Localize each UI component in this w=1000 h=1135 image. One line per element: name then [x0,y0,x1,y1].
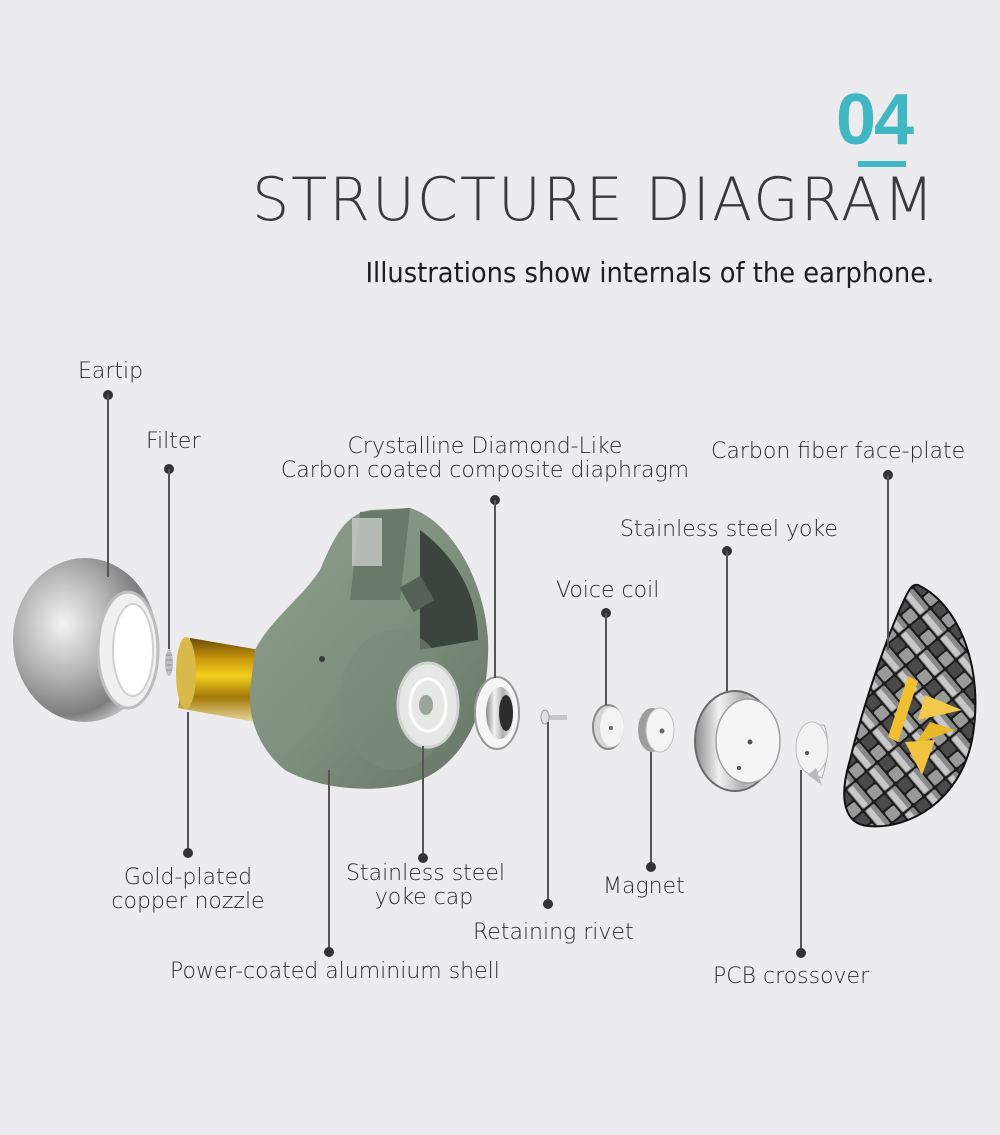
label-filter: Filter [146,429,201,454]
diaphragm-illustration [474,676,520,750]
voice-coil-pointer-line [605,613,607,705]
shell-pointer-dot [324,947,334,957]
label-magnet: Magnet [603,874,685,899]
faceplate-pointer-line [887,475,889,650]
shell-pointer-line [328,770,330,950]
label-nozzle-line2: copper nozzle [111,889,265,915]
diaphragm-pointer-line [494,500,496,678]
logo-icon [888,676,962,775]
page-subtitle: Illustrations show internals of the earp… [365,256,934,289]
nozzle-illustration [176,637,260,722]
nozzle-pointer-line [187,712,189,850]
magnet-pointer-dot [646,862,656,872]
rivet-illustration [540,709,567,725]
label-rivet: Retaining rivet [473,920,634,945]
voice-coil-illustration [592,704,624,750]
yoke-cap-pointer-line [422,746,424,856]
label-voice-coil: Voice coil [556,578,660,603]
yoke-pointer-line [726,551,728,691]
page-title: STRUCTURE DIAGRAM [252,165,936,235]
faceplate-illustration [843,583,977,828]
pcb-pointer-dot [796,948,806,958]
section-number: 04 [836,80,914,160]
eartip-illustration [13,558,160,722]
label-nozzle-line1: Gold-plated [123,865,253,890]
magnet-pointer-line [650,752,652,864]
filter-illustration [165,650,173,676]
label-yoke-cap: Stainless steel yoke cap [346,861,505,911]
label-yoke-cap-line1: Stainless steel [346,861,505,886]
pcb-pointer-line [800,770,802,950]
rivet-pointer-dot [543,899,553,909]
pcb-illustration [795,721,829,785]
label-diaphragm-line1: Crystalline Diamond-Like [347,434,623,459]
label-yoke-cap-line2: yoke cap [374,885,474,911]
yoke-cap-illustration [396,661,460,749]
label-diaphragm: Crystalline Diamond-Like Carbon coated c… [280,434,690,484]
rivet-pointer-line [547,722,549,900]
label-faceplate: Carbon fiber face-plate [711,439,966,464]
label-pcb: PCB crossover [713,964,870,989]
yoke-illustration [694,690,781,792]
label-shell: Power-coated aluminium shell [170,959,500,984]
nozzle-pointer-dot [183,848,193,858]
label-eartip: Eartip [78,359,144,384]
eartip-pointer-line [107,395,109,577]
label-nozzle: Gold-plated copper nozzle [108,865,268,915]
yoke-cap-pointer-dot [418,853,428,863]
label-yoke: Stainless steel yoke [620,517,838,542]
section-number-underline [858,161,906,167]
filter-pointer-line [168,469,170,649]
label-diaphragm-line2: Carbon coated composite diaphragm [280,458,690,484]
magnet-illustration [638,707,675,753]
shell-illustration [249,508,489,789]
